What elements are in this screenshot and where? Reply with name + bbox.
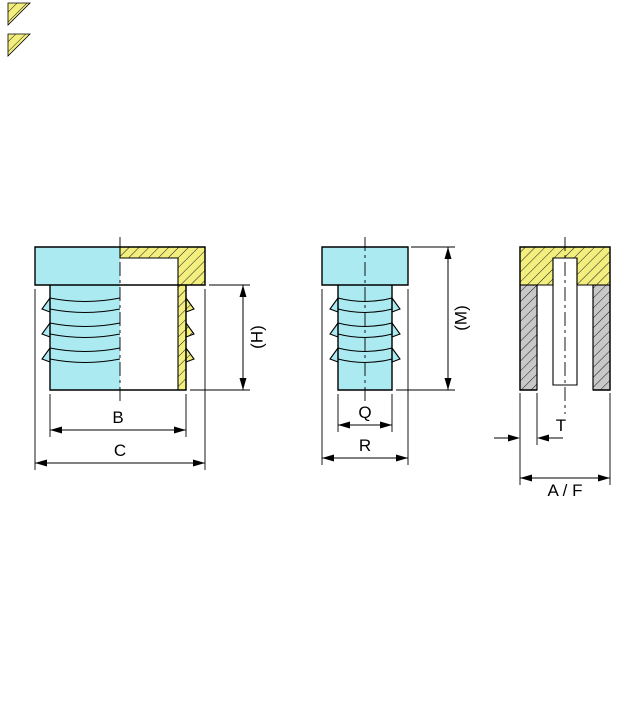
arrowhead bbox=[508, 434, 520, 442]
arrowhead bbox=[520, 474, 532, 482]
arrowhead bbox=[239, 285, 247, 297]
section-hatch-left-view bbox=[119, 246, 206, 391]
dim-label-Q: Q bbox=[358, 403, 371, 422]
left-section-view bbox=[34, 237, 206, 402]
dimension-H: (H) bbox=[190, 284, 266, 391]
arrowhead bbox=[35, 459, 47, 467]
arrowhead bbox=[444, 247, 452, 259]
dimensions: (H) B C (M) bbox=[34, 246, 611, 500]
dimension-AF: A / F bbox=[520, 393, 611, 500]
arrowhead bbox=[338, 421, 350, 429]
rib-fin bbox=[41, 321, 51, 338]
rib-fin bbox=[329, 346, 339, 363]
arrowhead bbox=[174, 426, 186, 434]
rib-fin bbox=[41, 346, 51, 363]
rib-fin-section bbox=[185, 296, 195, 313]
arrowhead bbox=[598, 474, 610, 482]
rib-fin-section bbox=[185, 321, 195, 338]
thread-bore-outline bbox=[552, 257, 578, 386]
dimension-R: R bbox=[321, 289, 409, 465]
dim-label-AF: A / F bbox=[548, 481, 583, 500]
arrowhead bbox=[193, 459, 205, 467]
arrowhead bbox=[396, 454, 408, 462]
arrowhead bbox=[444, 378, 452, 390]
arrowhead bbox=[322, 454, 334, 462]
arrowhead bbox=[50, 426, 62, 434]
right-installed-section-view bbox=[519, 237, 611, 414]
rib-fin bbox=[391, 321, 401, 338]
rib-fin bbox=[391, 346, 401, 363]
middle-view bbox=[321, 237, 409, 402]
corner-marks bbox=[7, 2, 31, 57]
rib-fin bbox=[329, 296, 339, 313]
dimension-M: (M) bbox=[396, 246, 470, 391]
flange-outline bbox=[321, 246, 409, 286]
flange-left-half bbox=[35, 247, 120, 285]
arrowhead bbox=[537, 434, 549, 442]
dimension-Q: Q bbox=[337, 394, 393, 432]
rib-fin bbox=[391, 296, 401, 313]
rib-curves-left bbox=[49, 297, 121, 364]
dim-label-B: B bbox=[112, 408, 123, 427]
dim-label-H: (H) bbox=[247, 325, 266, 349]
corner-mark bbox=[7, 33, 31, 57]
dimension-C: C bbox=[34, 289, 206, 470]
tube-wall-right bbox=[592, 284, 611, 391]
arrowhead bbox=[239, 378, 247, 390]
dim-label-C: C bbox=[114, 441, 126, 460]
rib-fin-section bbox=[185, 346, 195, 363]
tube-wall-left bbox=[519, 284, 538, 391]
dim-label-R: R bbox=[359, 436, 371, 455]
rib-fin bbox=[41, 296, 51, 313]
rib-fin bbox=[329, 321, 339, 338]
dimension-B: B bbox=[49, 394, 187, 437]
arrowhead bbox=[380, 421, 392, 429]
cyan-solid-parts-left bbox=[35, 247, 120, 390]
dim-label-T: T bbox=[556, 416, 566, 435]
dimension-T: T bbox=[494, 393, 566, 485]
body-outline bbox=[49, 285, 187, 391]
dim-label-M: (M) bbox=[451, 305, 470, 330]
flange-outline bbox=[34, 246, 206, 286]
corner-mark bbox=[7, 2, 31, 26]
